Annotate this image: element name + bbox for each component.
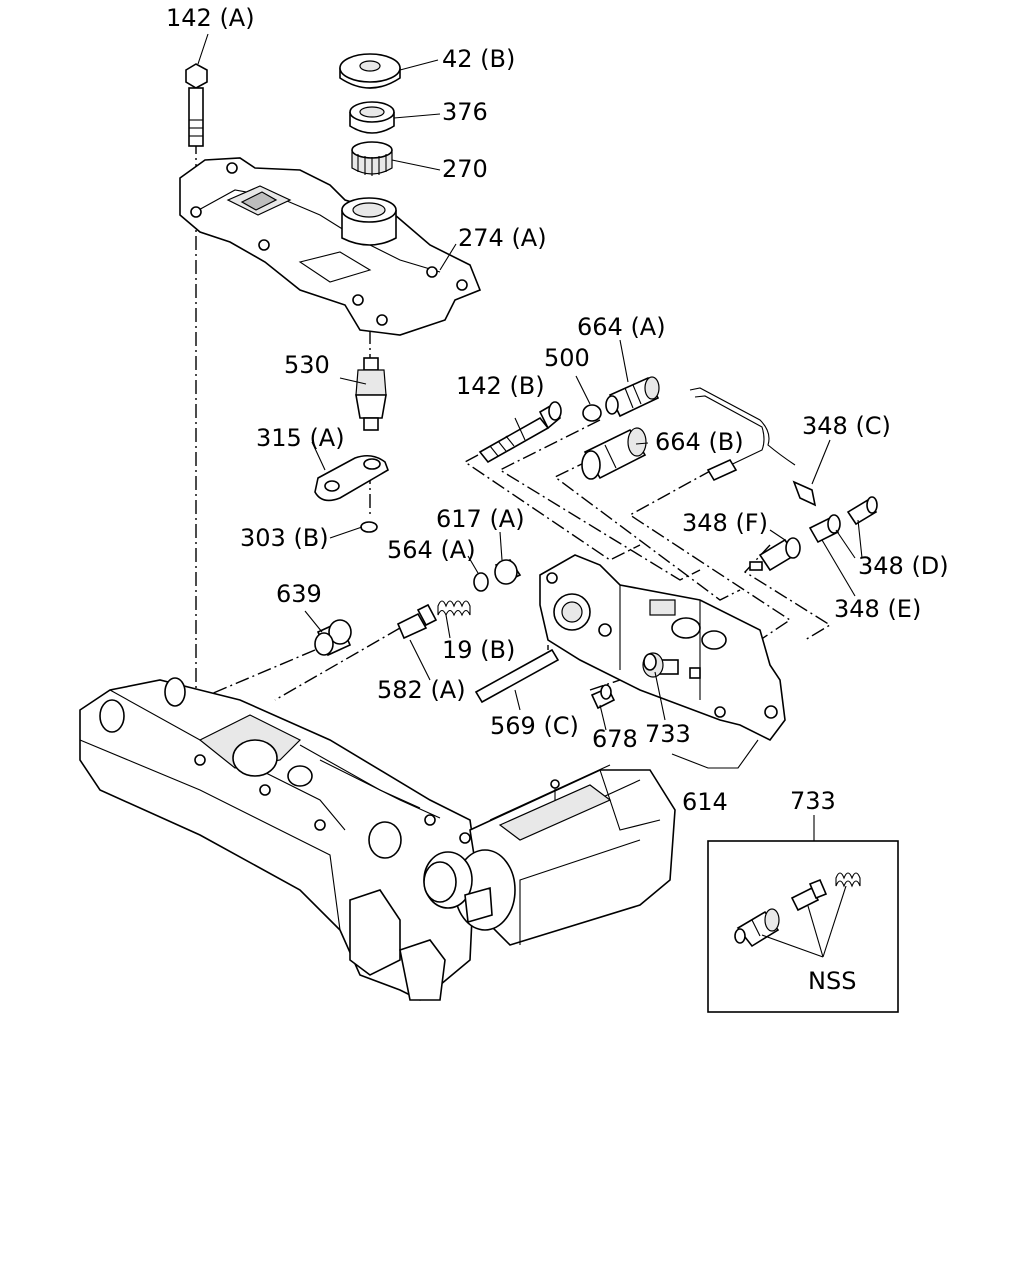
label-274a: 274 (A): [458, 224, 547, 252]
label-376: 376: [442, 98, 488, 126]
label-42b: 42 (B): [442, 45, 515, 73]
label-530: 530: [284, 351, 330, 379]
label-639: 639: [276, 580, 322, 608]
plug-348d: [846, 496, 878, 526]
label-678: 678: [592, 725, 638, 753]
inset-solenoid: [734, 908, 780, 948]
label-315a: 315 (A): [256, 424, 345, 452]
label-348d: 348 (D): [858, 552, 949, 580]
ring-564a: [473, 572, 489, 592]
solenoid-733: [642, 652, 664, 678]
label-348c: 348 (C): [802, 412, 891, 440]
bearing-376: [349, 101, 395, 134]
inset-spring: [835, 872, 861, 888]
leader-lines: [197, 33, 863, 841]
motor-actuator: [423, 764, 676, 946]
callout-labels: 142 (A) 42 (B) 376 270 274 (A) 664 (A) 5…: [166, 4, 949, 995]
label-270: 270: [442, 155, 488, 183]
inset-note-nss: NSS: [808, 967, 856, 995]
solenoid-664b: [581, 427, 647, 480]
washer-42b: [339, 53, 401, 89]
label-569c: 569 (C): [490, 712, 579, 740]
label-142a: 142 (A): [166, 4, 255, 32]
label-664b: 664 (B): [655, 428, 744, 456]
bolt-142b: [478, 401, 562, 464]
label-348f: 348 (F): [682, 509, 768, 537]
label-348e: 348 (E): [834, 595, 921, 623]
inset-valve: [790, 878, 828, 912]
harness-348: [689, 387, 817, 507]
bolt-142a: [185, 63, 208, 147]
sensor-530: [355, 357, 387, 431]
plug-678: [590, 684, 616, 710]
o-ring-303b: [360, 521, 378, 533]
switch-348f: [749, 537, 801, 572]
o-ring-500: [582, 404, 602, 422]
label-19b: 19 (B): [442, 636, 515, 664]
label-500: 500: [544, 344, 590, 372]
cover-plate-274a: [179, 157, 482, 336]
label-582a: 582 (A): [377, 676, 466, 704]
label-564a: 564 (A): [387, 536, 476, 564]
pin-569c: [474, 648, 560, 704]
bracket-315a: [314, 454, 389, 502]
transmission-housing: [79, 677, 476, 1001]
label-617a: 617 (A): [436, 505, 525, 533]
needle-bearing-270: [351, 141, 393, 176]
label-303b: 303 (B): [240, 524, 329, 552]
valve-582a: [396, 603, 438, 640]
label-142b: 142 (B): [456, 372, 545, 400]
label-733: 733: [645, 720, 691, 748]
inset-label-733: 733: [790, 787, 836, 815]
plug-639: [314, 619, 352, 657]
label-614: 614: [682, 788, 728, 816]
valve-body-614: [539, 554, 786, 742]
solenoid-664a: [605, 376, 660, 418]
plug-348e: [808, 514, 841, 544]
spring-19b: [437, 600, 471, 617]
assembly-guide-lines: [184, 140, 832, 770]
plug-617a: [494, 559, 522, 585]
label-664a: 664 (A): [577, 313, 666, 341]
inset-box-733: [707, 840, 899, 1013]
